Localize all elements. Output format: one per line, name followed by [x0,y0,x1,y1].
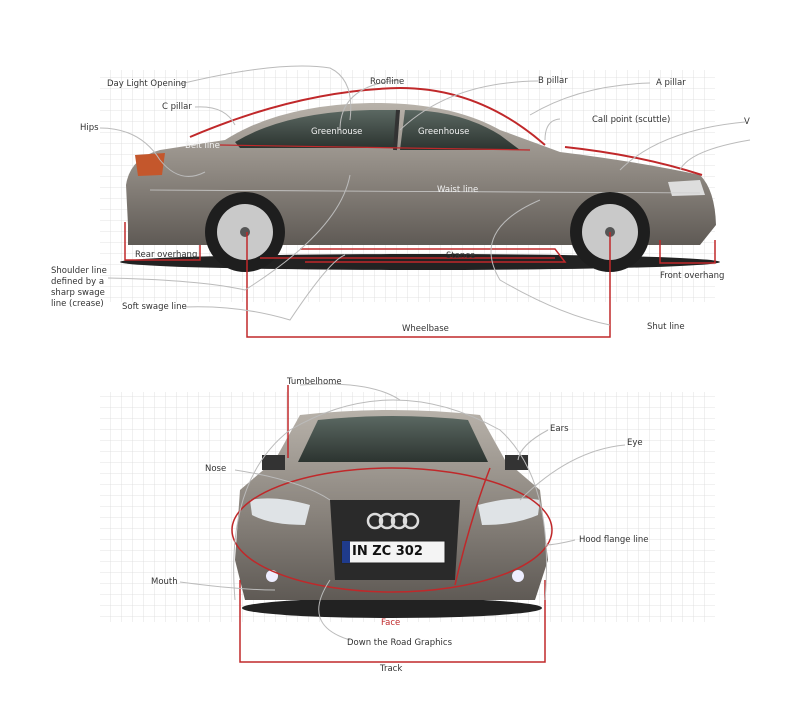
label-hips: Hips [80,123,99,133]
label-wheelbase: Wheelbase [402,324,449,334]
label-eye: Eye [627,438,643,448]
label-soft-swage-line: Soft swage line [122,302,187,312]
label-mouth: Mouth [151,577,178,587]
label-tumbelhome: Tumbelhome [287,377,342,387]
label-greenhouse-rear: Greenhouse [311,127,363,137]
label-waist-line: Waist line [437,185,479,195]
side-car-illustration [120,102,720,272]
label-nose: Nose [205,464,227,474]
label-b-pillar: B pillar [538,76,568,86]
label-roofline: Roofline [370,77,405,87]
front-leader-lines [179,383,626,641]
label-call-point: Call point (scuttle) [592,115,671,125]
label-down-the-road-graphics: Down the Road Graphics [347,638,453,648]
label-hood-flange-line: Hood flange line [579,535,649,545]
label-shut-line: Shut line [647,322,685,332]
label-belt-line: Belt line [185,141,220,151]
label-cut-off: V [744,117,750,127]
label-day-light-opening: Day Light Opening [107,79,187,89]
front-car-illustration [235,410,548,618]
front-red-lines [231,385,553,663]
license-plate: IN ZC 302 [352,544,423,559]
label-c-pillar: C pillar [162,102,192,112]
label-face: Face [381,618,401,628]
side-red-lines [124,86,716,338]
label-stance: Stance [446,251,476,261]
label-shoulder-line: Shoulder line defined by a sharp swage l… [51,266,107,309]
label-greenhouse-front: Greenhouse [418,127,470,137]
label-ears: Ears [550,424,569,434]
label-rear-overhang: Rear overhang [135,250,198,260]
label-track: Track [380,664,403,674]
side-leader-lines [99,65,751,326]
label-a-pillar: A pillar [656,78,686,88]
label-front-overhang: Front overhang [660,271,725,281]
